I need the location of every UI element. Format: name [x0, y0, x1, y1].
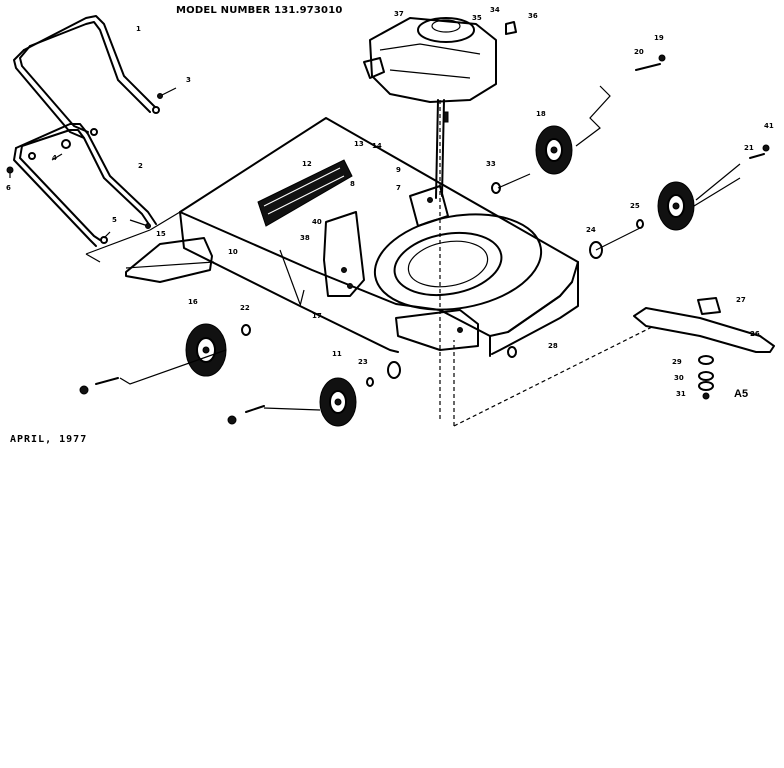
mower-deck — [85, 117, 579, 357]
callout-27: 27 — [736, 296, 746, 304]
callout-6: 6 — [6, 184, 11, 192]
lower-handle — [13, 123, 157, 247]
diagram-code-label: A5 — [734, 388, 749, 400]
warning-label — [257, 159, 353, 227]
callout-16: 16 — [188, 298, 198, 306]
callout-38: 38 — [300, 234, 310, 242]
callout-2: 2 — [138, 162, 143, 170]
callout-1: 1 — [136, 25, 141, 33]
callout-4: 4 — [52, 154, 57, 162]
callout-7: 7 — [396, 184, 401, 192]
callout-35: 35 — [472, 14, 482, 22]
callout-11: 11 — [332, 350, 342, 358]
callout-14: 14 — [372, 142, 382, 150]
leader-lines — [119, 85, 741, 427]
callout-18: 18 — [536, 110, 546, 118]
callout-41: 41 — [764, 122, 774, 130]
callout-19: 19 — [654, 34, 664, 42]
wheel-hardware — [79, 54, 770, 425]
wheel-front-left-lower — [319, 377, 357, 427]
engine — [363, 17, 517, 420]
callout-3: 3 — [186, 76, 191, 84]
callout-8: 8 — [350, 180, 355, 188]
wheel-front-left-upper — [185, 323, 227, 377]
callout-labels: 1 2 3 4 5 6 7 8 9 10 11 12 13 14 15 16 1… — [6, 6, 774, 398]
callout-10: 10 — [228, 248, 238, 256]
wheel-rear-right-lower — [657, 181, 695, 231]
model-number-label: MODEL NUMBER 131.973010 — [176, 5, 343, 16]
callout-31: 31 — [676, 390, 686, 398]
callout-9: 9 — [396, 166, 401, 174]
callout-33: 33 — [486, 160, 496, 168]
callout-17: 17 — [312, 312, 322, 320]
callout-21: 21 — [744, 144, 754, 152]
revision-date-label: APRIL, 1977 — [10, 434, 88, 445]
callout-28: 28 — [548, 342, 558, 350]
handle-brackets — [323, 185, 479, 351]
callout-37: 37 — [394, 10, 404, 18]
handle-hardware — [6, 87, 177, 239]
callout-34: 34 — [490, 6, 500, 14]
upper-handle — [13, 15, 160, 139]
callout-22: 22 — [240, 304, 250, 312]
callout-36: 36 — [528, 12, 538, 20]
callout-40: 40 — [312, 218, 322, 226]
callout-24: 24 — [586, 226, 596, 234]
callout-15: 15 — [156, 230, 166, 238]
callout-12: 12 — [302, 160, 312, 168]
wheel-rear-right-upper — [535, 125, 573, 175]
callout-25: 25 — [630, 202, 640, 210]
callout-5: 5 — [112, 216, 117, 224]
callout-29: 29 — [672, 358, 682, 366]
callout-13: 13 — [354, 140, 364, 148]
blade — [633, 297, 775, 400]
callout-26: 26 — [750, 330, 760, 338]
callout-20: 20 — [634, 48, 644, 56]
callout-30: 30 — [674, 374, 684, 382]
callout-23: 23 — [358, 358, 368, 366]
